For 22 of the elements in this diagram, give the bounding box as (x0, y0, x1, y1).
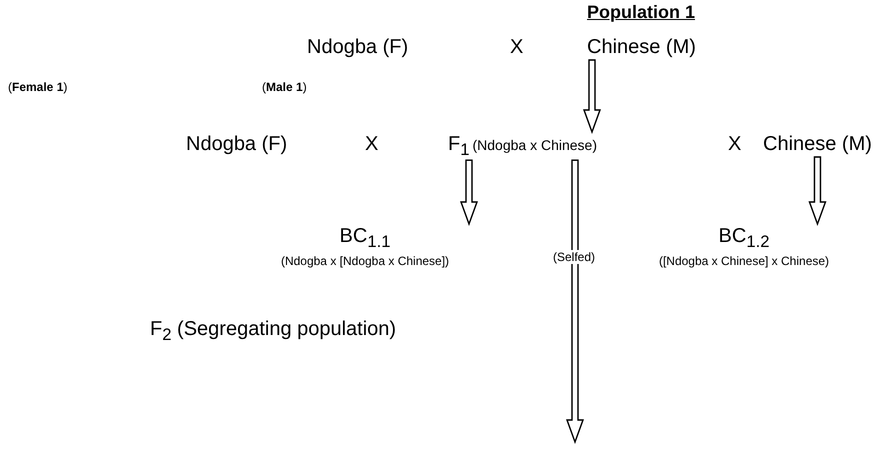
cross-label: Ndogba (F) (186, 133, 288, 156)
cross-label: BC$_{1.2}$ (718, 225, 770, 252)
cross-label: Chinese (M) (763, 133, 872, 156)
hollow-arrow (460, 159, 478, 226)
cross-description: (Ndogba x [Ndogba x Chinese]) (280, 255, 450, 269)
annotation-text: X (510, 36, 524, 59)
cross-label: F$_{2}$ (Segregating population) (150, 318, 396, 344)
cross-label: Chinese (M) (587, 36, 696, 59)
hollow-arrow (583, 59, 601, 134)
annotation-text: X (365, 133, 378, 156)
cross-label: BC$_{1.1}$ (340, 225, 390, 252)
cross-label: F$_{1}$ (448, 133, 470, 160)
edge-label: (Selfed) (553, 250, 596, 264)
cross-description: (Ndogba x Chinese) (472, 137, 597, 154)
annotation-text: X (728, 133, 742, 156)
cross-label: Ndogba (F) (307, 36, 408, 59)
hollow-arrow (566, 159, 584, 444)
annotation-text: (Male 1) (262, 80, 307, 94)
cross-description: ([Ndogba x Chinese] x Chinese) (658, 255, 830, 269)
title: Population 1 (587, 2, 695, 23)
annotation-text: (Female 1) (8, 80, 68, 94)
hollow-arrow (808, 156, 826, 226)
